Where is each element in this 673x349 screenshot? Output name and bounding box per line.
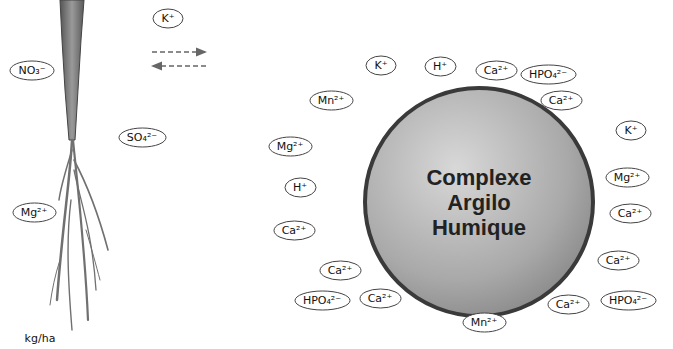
unit-label: kg/ha	[25, 332, 56, 345]
ion-ellipse: K⁺	[615, 120, 647, 141]
ellipse-outline	[10, 61, 54, 80]
ion-text: Mg²⁺	[614, 171, 641, 184]
ion-ellipse: Ca²⁺	[540, 90, 583, 111]
ion-text: Ca²⁺	[549, 94, 574, 107]
ellipse-outline	[310, 91, 353, 110]
ion-ellipse: Ca²⁺	[475, 60, 518, 81]
ion-ellipse: HPO₄²⁻	[294, 290, 351, 311]
ion-ellipse: Ca²⁺	[273, 220, 316, 241]
ion-ellipse: Mn²⁺	[462, 312, 507, 333]
circle-title: Complexe Argilo Humique	[414, 165, 544, 240]
ion-text: Mg²⁺	[21, 206, 48, 219]
ion-ellipse: Ca²⁺	[359, 288, 402, 309]
ion-text: Ca²⁺	[282, 224, 307, 237]
ion-ellipse: Mn²⁺	[309, 90, 354, 111]
ion-ellipse: HPO₄²⁻	[520, 64, 577, 85]
ellipse-outline	[269, 137, 312, 156]
ion-text: Mn²⁺	[471, 316, 498, 329]
ion-text: K⁺	[374, 59, 387, 72]
ion-ellipse: HPO₄²⁻	[600, 290, 657, 311]
ion-ellipse: H⁺	[284, 177, 317, 198]
ion-text: HPO₄²⁻	[529, 68, 567, 81]
ion-text: HPO₄²⁻	[609, 294, 647, 307]
ion-ellipse: Mg²⁺	[12, 202, 57, 223]
ion-ellipse: K⁺	[365, 55, 397, 76]
ion-ellipse: Ca²⁺	[319, 260, 362, 281]
ion-text: K⁺	[161, 12, 174, 25]
ion-text: Ca²⁺	[368, 292, 393, 305]
ion-ellipse: Ca²⁺	[597, 250, 640, 271]
clay-humus-circle: Complexe Argilo Humique	[362, 85, 596, 319]
ellipse-outline	[521, 65, 576, 84]
ion-text: Mn²⁺	[318, 94, 345, 107]
ion-ellipse: Mg²⁺	[605, 167, 650, 188]
ion-ellipse: SO₄²⁻	[118, 127, 167, 148]
ellipse-outline	[610, 204, 651, 223]
ion-text: Ca²⁺	[484, 64, 509, 77]
ellipse-outline	[598, 251, 639, 270]
ion-ellipse: K⁺	[152, 8, 184, 29]
ion-text: Ca²⁺	[328, 264, 353, 277]
ion-text: Mg²⁺	[277, 140, 304, 153]
ion-ellipse: Ca²⁺	[609, 203, 652, 224]
ion-text: H⁺	[293, 181, 307, 194]
ion-text: H⁺	[433, 60, 447, 73]
ellipse-outline	[366, 56, 396, 75]
ellipse-outline	[153, 9, 183, 28]
ellipse-outline	[295, 291, 350, 310]
ellipse-outline	[616, 121, 646, 140]
ion-text: SO₄²⁻	[127, 131, 157, 144]
ellipse-outline	[274, 221, 315, 240]
ellipse-outline	[285, 178, 316, 197]
ion-ellipse: H⁺	[424, 56, 457, 77]
ellipse-outline	[476, 61, 517, 80]
ion-text: NO₃⁻	[18, 64, 45, 77]
root-drawing	[50, 0, 108, 330]
ion-ellipse: Mg²⁺	[268, 136, 313, 157]
ion-text: HPO₄²⁻	[303, 294, 341, 307]
ion-text: Ca²⁺	[606, 254, 631, 267]
ellipse-outline	[606, 168, 649, 187]
ellipse-outline	[119, 128, 166, 147]
circle-outline	[365, 88, 593, 316]
ion-text: Ca²⁺	[556, 298, 581, 311]
ion-ellipse: Ca²⁺	[547, 294, 590, 315]
ellipse-outline	[463, 313, 506, 332]
ion-text: Ca²⁺	[618, 207, 643, 220]
ellipse-outline	[360, 289, 401, 308]
ellipse-outline	[541, 91, 582, 110]
ion-text: K⁺	[624, 124, 637, 137]
ion-ellipse: NO₃⁻	[9, 60, 55, 81]
ellipse-outline	[320, 261, 361, 280]
ellipse-outline	[425, 57, 456, 76]
ellipse-outline	[601, 291, 656, 310]
ellipse-outline	[13, 203, 56, 222]
ellipse-outline	[548, 295, 589, 314]
exchange-arrows	[152, 52, 206, 66]
